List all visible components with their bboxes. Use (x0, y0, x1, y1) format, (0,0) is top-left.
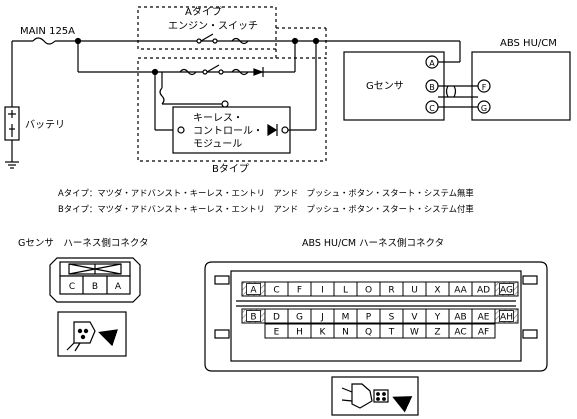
abs-pin-label-ad: AD (477, 286, 490, 296)
abs-pin-label-bg-a (246, 283, 261, 295)
g-conn-pin-c: C (69, 282, 75, 292)
wiring-section (4, 6, 571, 169)
abs-pin-label-n: N (342, 328, 349, 338)
abs-pin-label-ac: AC (454, 328, 466, 338)
g-connector (49, 257, 141, 303)
abs-pin-label-t: T (388, 328, 395, 338)
main-fuse-label: MAIN 125A (20, 26, 75, 37)
abs-pin-label-c: C (273, 286, 279, 296)
abs-label: ABS HU/CM (500, 38, 557, 49)
abs-pin-cell-af (471, 323, 496, 339)
type-b-box (137, 57, 327, 162)
keyless-module-line-3: モジュール (193, 139, 242, 150)
abs-pin-label-p: P (366, 313, 372, 323)
abs-pin-label-x: X (434, 286, 440, 296)
abs-connector-title: ABS HU/CM ハーネス側コネクタ (302, 237, 444, 249)
type-a-label: Aタイプ (185, 6, 222, 18)
keyless-module-line-2: コントロール・ (193, 126, 263, 137)
abs-pin-label-v: V (411, 313, 418, 323)
g-connector-title: Gセンサ ハーネス側コネクタ (18, 237, 148, 249)
abs-pin-label-bg-ah (499, 310, 514, 322)
abs-pin-label-b: B (250, 313, 256, 323)
abs-connector-plug-icon (331, 376, 419, 416)
g-sensor-label: Gセンサ (366, 80, 404, 92)
abs-pin-label-ae: AE (478, 313, 490, 323)
abs-pin-label-af: AF (478, 328, 489, 338)
abs-pin-label-aa: AA (454, 286, 467, 296)
abs-pin-label-a: A (250, 286, 257, 296)
battery-symbol (4, 106, 20, 141)
g-conn-pin-b: B (92, 282, 98, 292)
battery-label: バッテリ (25, 119, 65, 131)
ground-symbol (5, 161, 19, 169)
abs-pin-label-ah: AH (500, 313, 513, 323)
abs-pin-label-ab: AB (454, 313, 466, 323)
abs-pin-label-y: Y (434, 313, 441, 323)
abs-pin-label-s: S (389, 313, 395, 323)
note-type-a: Aタイプ：マツダ・アドバンスト・キーレス・エントリ アンド プッシュ・ボタン・ス… (58, 188, 474, 198)
note-type-b: Bタイプ：マツダ・アドバンスト・キーレス・エントリ アンド プッシュ・ボタン・ス… (58, 204, 474, 214)
type-b-label: Bタイプ (212, 163, 249, 175)
abs-pin-label-e: E (274, 328, 280, 338)
keyless-module-line-1: キーレス・ (193, 113, 243, 124)
abs-pin-label-bg-ag (499, 283, 514, 295)
g-pin-b: B (429, 83, 435, 92)
abs-pin-label-u: U (411, 286, 418, 296)
abs-pin-label-d: D (273, 313, 280, 323)
abs-pin-label-ag: AG (500, 286, 513, 296)
abs-pin-g: G (481, 104, 487, 113)
abs-pin-label-j: J (320, 313, 324, 323)
engine-switch-label: エンジン・スイッチ (168, 20, 258, 32)
engine-switch-symbol-b (179, 64, 264, 77)
abs-pin-f: F (482, 83, 487, 92)
abs-pin-label-r: R (388, 286, 394, 296)
abs-pin-label-g: G (296, 313, 303, 323)
abs-pin-label-l: L (343, 286, 348, 296)
abs-pin-label-o: O (365, 286, 372, 296)
abs-pin-label-bg-b (246, 310, 261, 322)
g-pin-c: C (429, 104, 435, 113)
engine-switch-symbol-a (196, 33, 249, 45)
abs-pin-label-q: Q (365, 328, 372, 338)
abs-pin-label-m: M (342, 313, 350, 323)
main-fuse-symbol (32, 37, 56, 45)
abs-pin-label-f: F (297, 286, 302, 296)
g-connector-plug-icon (57, 311, 127, 357)
abs-pin-label-h: H (296, 328, 303, 338)
g-pin-a: A (429, 59, 435, 68)
abs-pin-label-w: W (410, 328, 419, 338)
abs-pin-label-z: Z (434, 328, 440, 338)
abs-pin-label-k: K (320, 328, 327, 338)
g-conn-pin-a: A (115, 282, 122, 292)
abs-pin-label-i: I (321, 286, 324, 296)
